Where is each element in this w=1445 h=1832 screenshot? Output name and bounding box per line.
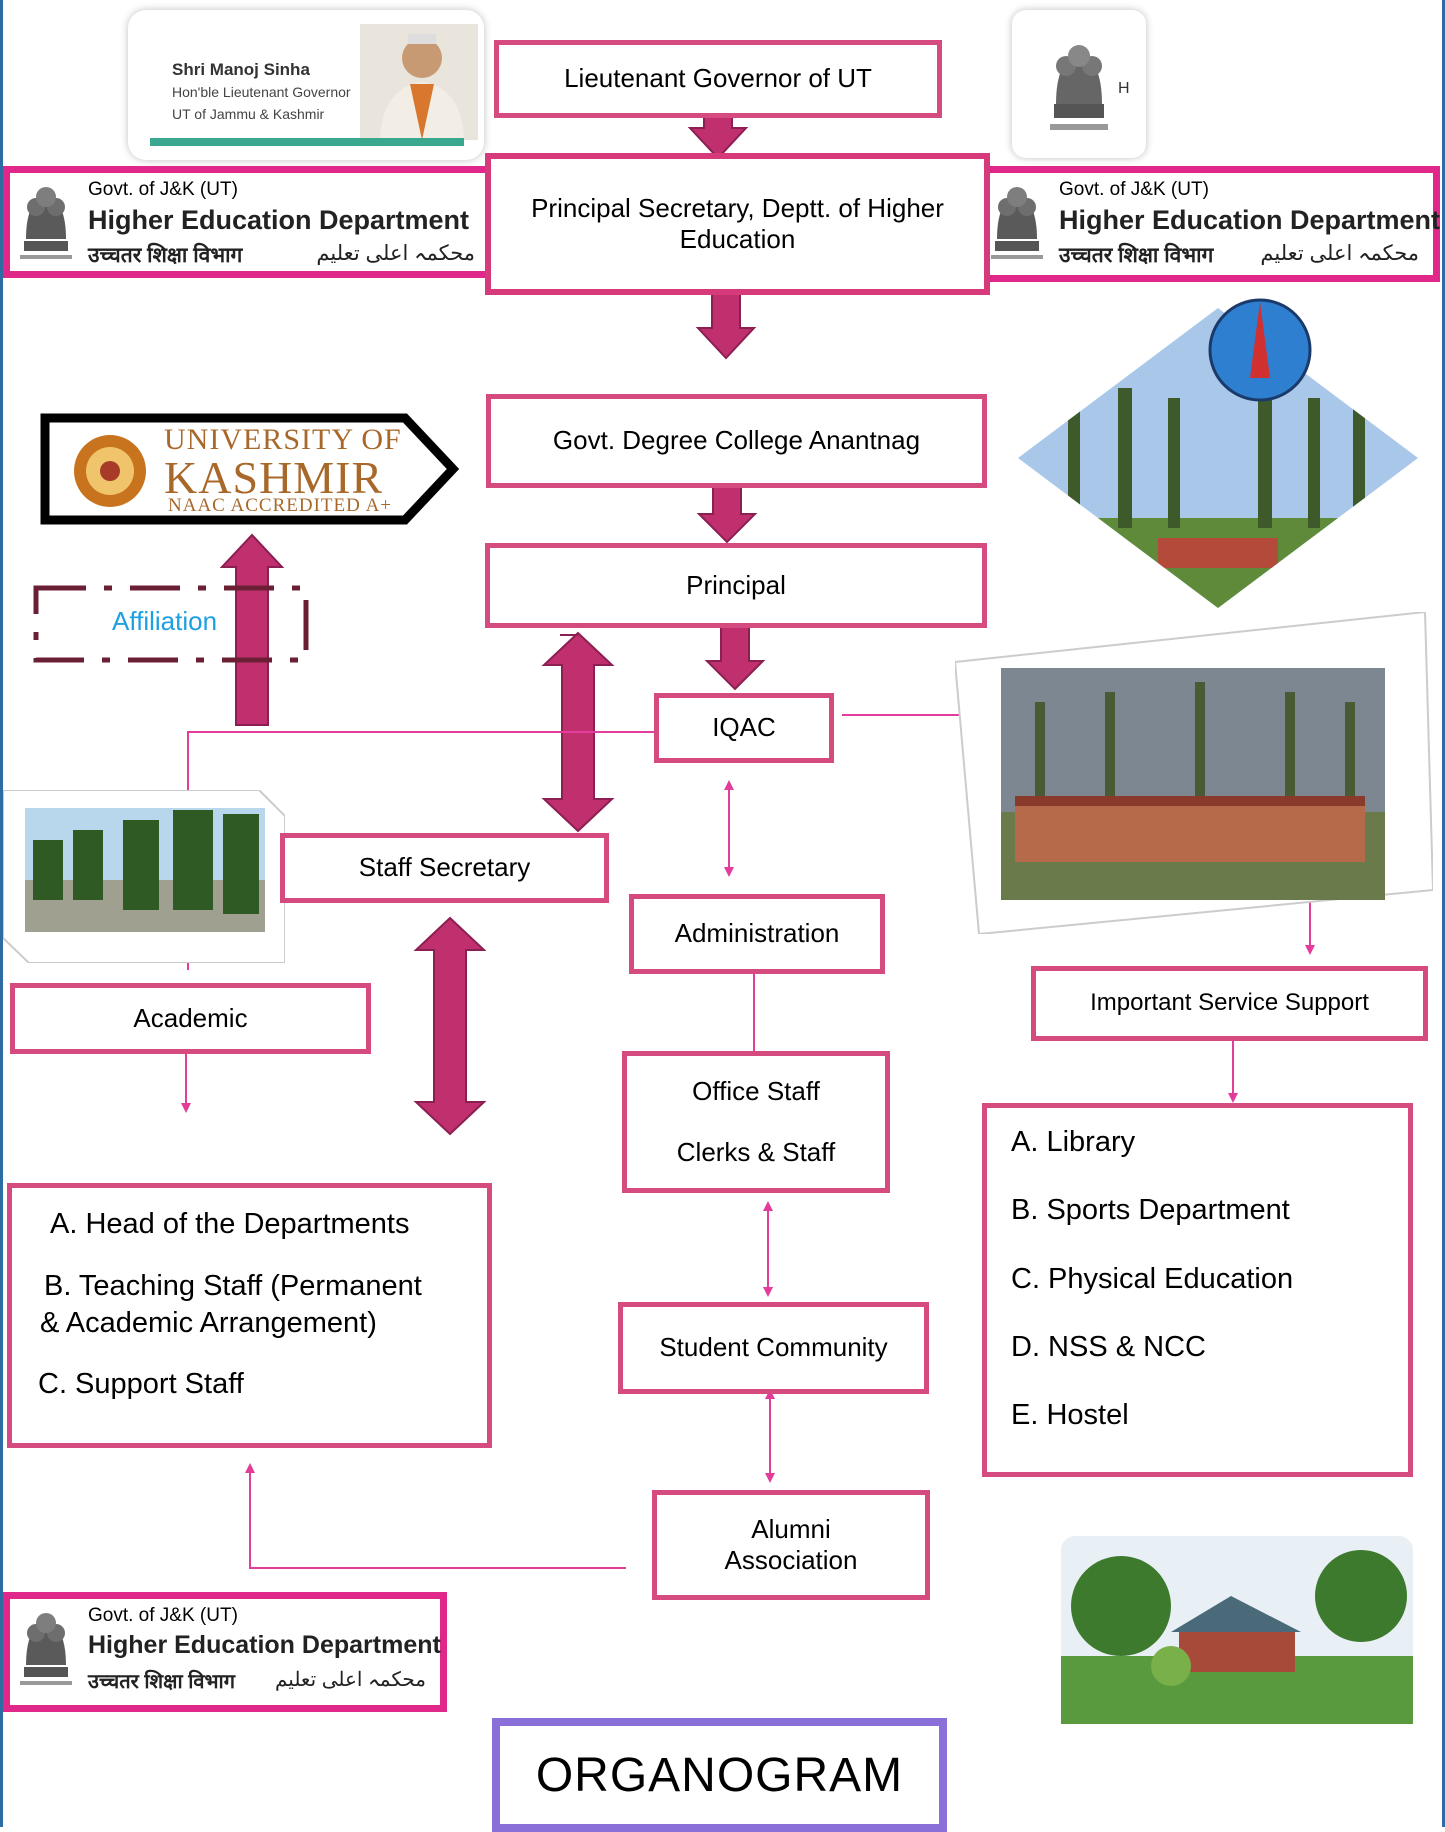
university-banner-shape: [40, 413, 460, 525]
university-logo: UNIVERSITY OF KASHMIR NAAC ACCREDITED A+: [40, 413, 460, 525]
node-iqac-label: IQAC: [712, 712, 776, 743]
node-office-staff-label: Office Staff: [692, 1075, 820, 1106]
national-emblem-icon: [991, 187, 1043, 259]
service-list: A. Library B. Sports Department C. Physi…: [982, 1103, 1413, 1477]
node-staff-secretary: Staff Secretary: [280, 833, 609, 903]
node-academic: Academic: [10, 983, 371, 1054]
dept-govt-line: Govt. of J&K (UT): [88, 179, 238, 200]
node-clerks-staff-label: Clerks & Staff: [676, 1137, 836, 1167]
node-administration-label: Administration: [674, 918, 840, 949]
lg-card: Shri Manoj Sinha Hon'ble Lieutenant Gove…: [128, 10, 484, 160]
hedge-photo: [3, 790, 285, 963]
dept-logo-bottom: Govt. of J&K (UT) Higher Education Depar…: [3, 1592, 447, 1712]
emblem-card: H: [1012, 10, 1146, 158]
academic-list-item: A. Head of the Departments: [50, 1208, 410, 1240]
node-lieutenant-governor-label: Lieutenant Governor of UT: [564, 63, 872, 94]
dept-urdu: محکمہ اعلی تعلیم: [274, 1669, 426, 1691]
node-principal-secretary: Principal Secretary, Deptt. of Higher Ed…: [485, 153, 990, 295]
node-college-label: Govt. Degree College Anantnag: [552, 425, 921, 456]
national-emblem-icon: [20, 1613, 72, 1685]
dept-name: Higher Education Department: [88, 205, 470, 235]
dept-urdu: محکمہ اعلی تعلیم: [316, 242, 475, 265]
college-building-photo: [955, 612, 1433, 934]
lg-card-bar: [150, 138, 464, 146]
academic-list-item: B. Teaching Staff (Permanent: [44, 1270, 422, 1302]
lg-title: Hon'ble Lieutenant Governor: [172, 84, 351, 100]
arrow-principal-to-iqac: [704, 626, 766, 691]
academic-list-item: C. Support Staff: [38, 1368, 244, 1400]
service-list-item: C. Physical Education: [1011, 1263, 1294, 1295]
node-principal-label: Principal: [686, 569, 786, 600]
node-alumni-association: Alumni Association: [652, 1490, 930, 1600]
node-student-community: Student Community: [618, 1302, 929, 1394]
line-alumni-academic: [245, 1463, 626, 1569]
national-emblem-icon: [20, 187, 72, 259]
node-alumni-label: Alumni Association: [724, 1513, 858, 1575]
arrow-staffsec-list: [413, 916, 487, 1136]
service-list-item: E. Hostel: [1011, 1399, 1129, 1431]
dept-urdu: محکمہ اعلی تعلیم: [1260, 242, 1419, 265]
university-line1: UNIVERSITY OF: [164, 423, 402, 456]
node-staff-secretary-label: Staff Secretary: [358, 852, 531, 883]
service-list-item: B. Sports Department: [1011, 1194, 1290, 1226]
campus-house-photo: [1061, 1536, 1413, 1724]
organogram-title-label: ORGANOGRAM: [535, 1748, 904, 1802]
national-emblem-icon: [1050, 45, 1108, 130]
dept-logo-right: Govt. of J&K (UT) Higher Education Depar…: [974, 166, 1440, 282]
affiliation-dashed-box: [33, 585, 309, 663]
node-important-service: Important Service Support: [1031, 966, 1428, 1041]
lg-portrait: [360, 24, 478, 140]
node-principal-secretary-label: Principal Secretary, Deptt. of Higher Ed…: [531, 192, 944, 254]
lg-name: Shri Manoj Sinha: [172, 60, 310, 79]
node-important-service-label: Important Service Support: [1090, 989, 1369, 1017]
node-principal: Principal: [485, 543, 987, 628]
dept-hindi: उच्चतर शिक्षा विभाग: [1059, 244, 1214, 267]
dept-logo-left: Govt. of J&K (UT) Higher Education Depar…: [3, 166, 496, 278]
node-college: Govt. Degree College Anantnag: [486, 394, 987, 488]
service-list-item: A. Library: [1011, 1126, 1136, 1158]
node-iqac: IQAC: [654, 693, 834, 763]
node-lieutenant-governor: Lieutenant Governor of UT: [494, 40, 942, 118]
college-diamond-photo: [1018, 298, 1418, 608]
dept-name: Higher Education Department: [88, 1631, 441, 1659]
node-student-community-label: Student Community: [659, 1332, 888, 1363]
dept-hindi: उच्चतर शिक्षा विभाग: [88, 244, 243, 267]
dept-govt-line: Govt. of J&K (UT): [1059, 179, 1209, 200]
dept-name: Higher Education Department: [1059, 205, 1441, 235]
dept-hindi: उच्चतर शिक्षा विभाग: [88, 1671, 235, 1693]
emblem-card-letter: H: [1118, 80, 1130, 97]
academic-list-item: & Academic Arrangement): [40, 1307, 377, 1339]
organogram-title: ORGANOGRAM: [492, 1718, 947, 1832]
service-list-item: D. NSS & NCC: [1011, 1331, 1206, 1363]
university-line2: KASHMIR: [164, 452, 384, 503]
affiliation-label: Affiliation: [112, 606, 218, 636]
academic-list: A. Head of the Departments B. Teaching S…: [7, 1183, 492, 1448]
lg-ut: UT of Jammu & Kashmir: [172, 106, 325, 122]
node-administration: Administration: [629, 894, 885, 974]
arrow-ps-to-college: [695, 293, 757, 360]
arrow-college-to-principal: [696, 483, 758, 544]
node-academic-label: Academic: [133, 1002, 248, 1033]
university-line3: NAAC ACCREDITED A+: [168, 495, 393, 516]
node-office-staff: Office Staff Clerks & Staff: [622, 1051, 890, 1193]
arrow-affiliation: [219, 533, 285, 726]
dept-govt-line: Govt. of J&K (UT): [88, 1605, 238, 1626]
